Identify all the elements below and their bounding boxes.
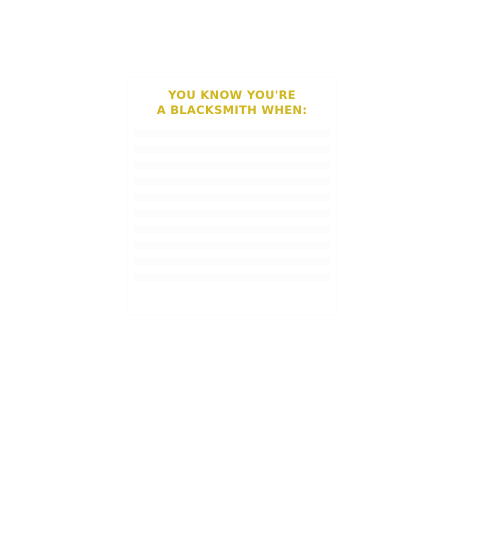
faint-text-row [134, 194, 330, 201]
headline-line-1: YOU KNOW YOU'RE [168, 88, 296, 102]
shirt-design-card: YOU KNOW YOU'RE A BLACKSMITH WHEN: [128, 78, 336, 314]
headline-line-2: A BLACKSMITH WHEN: [156, 103, 308, 117]
faint-text-row [134, 178, 330, 185]
faint-text-row [134, 210, 330, 217]
faint-text-row [134, 226, 330, 233]
faint-text-row [134, 242, 330, 249]
design-body-area [134, 130, 330, 308]
faint-text-row [134, 130, 330, 137]
design-headline: YOU KNOW YOU'RE A BLACKSMITH WHEN: [128, 88, 336, 118]
faint-text-row [134, 258, 330, 265]
faint-text-row [134, 146, 330, 153]
faint-text-row [134, 274, 330, 281]
faint-text-row [134, 162, 330, 169]
